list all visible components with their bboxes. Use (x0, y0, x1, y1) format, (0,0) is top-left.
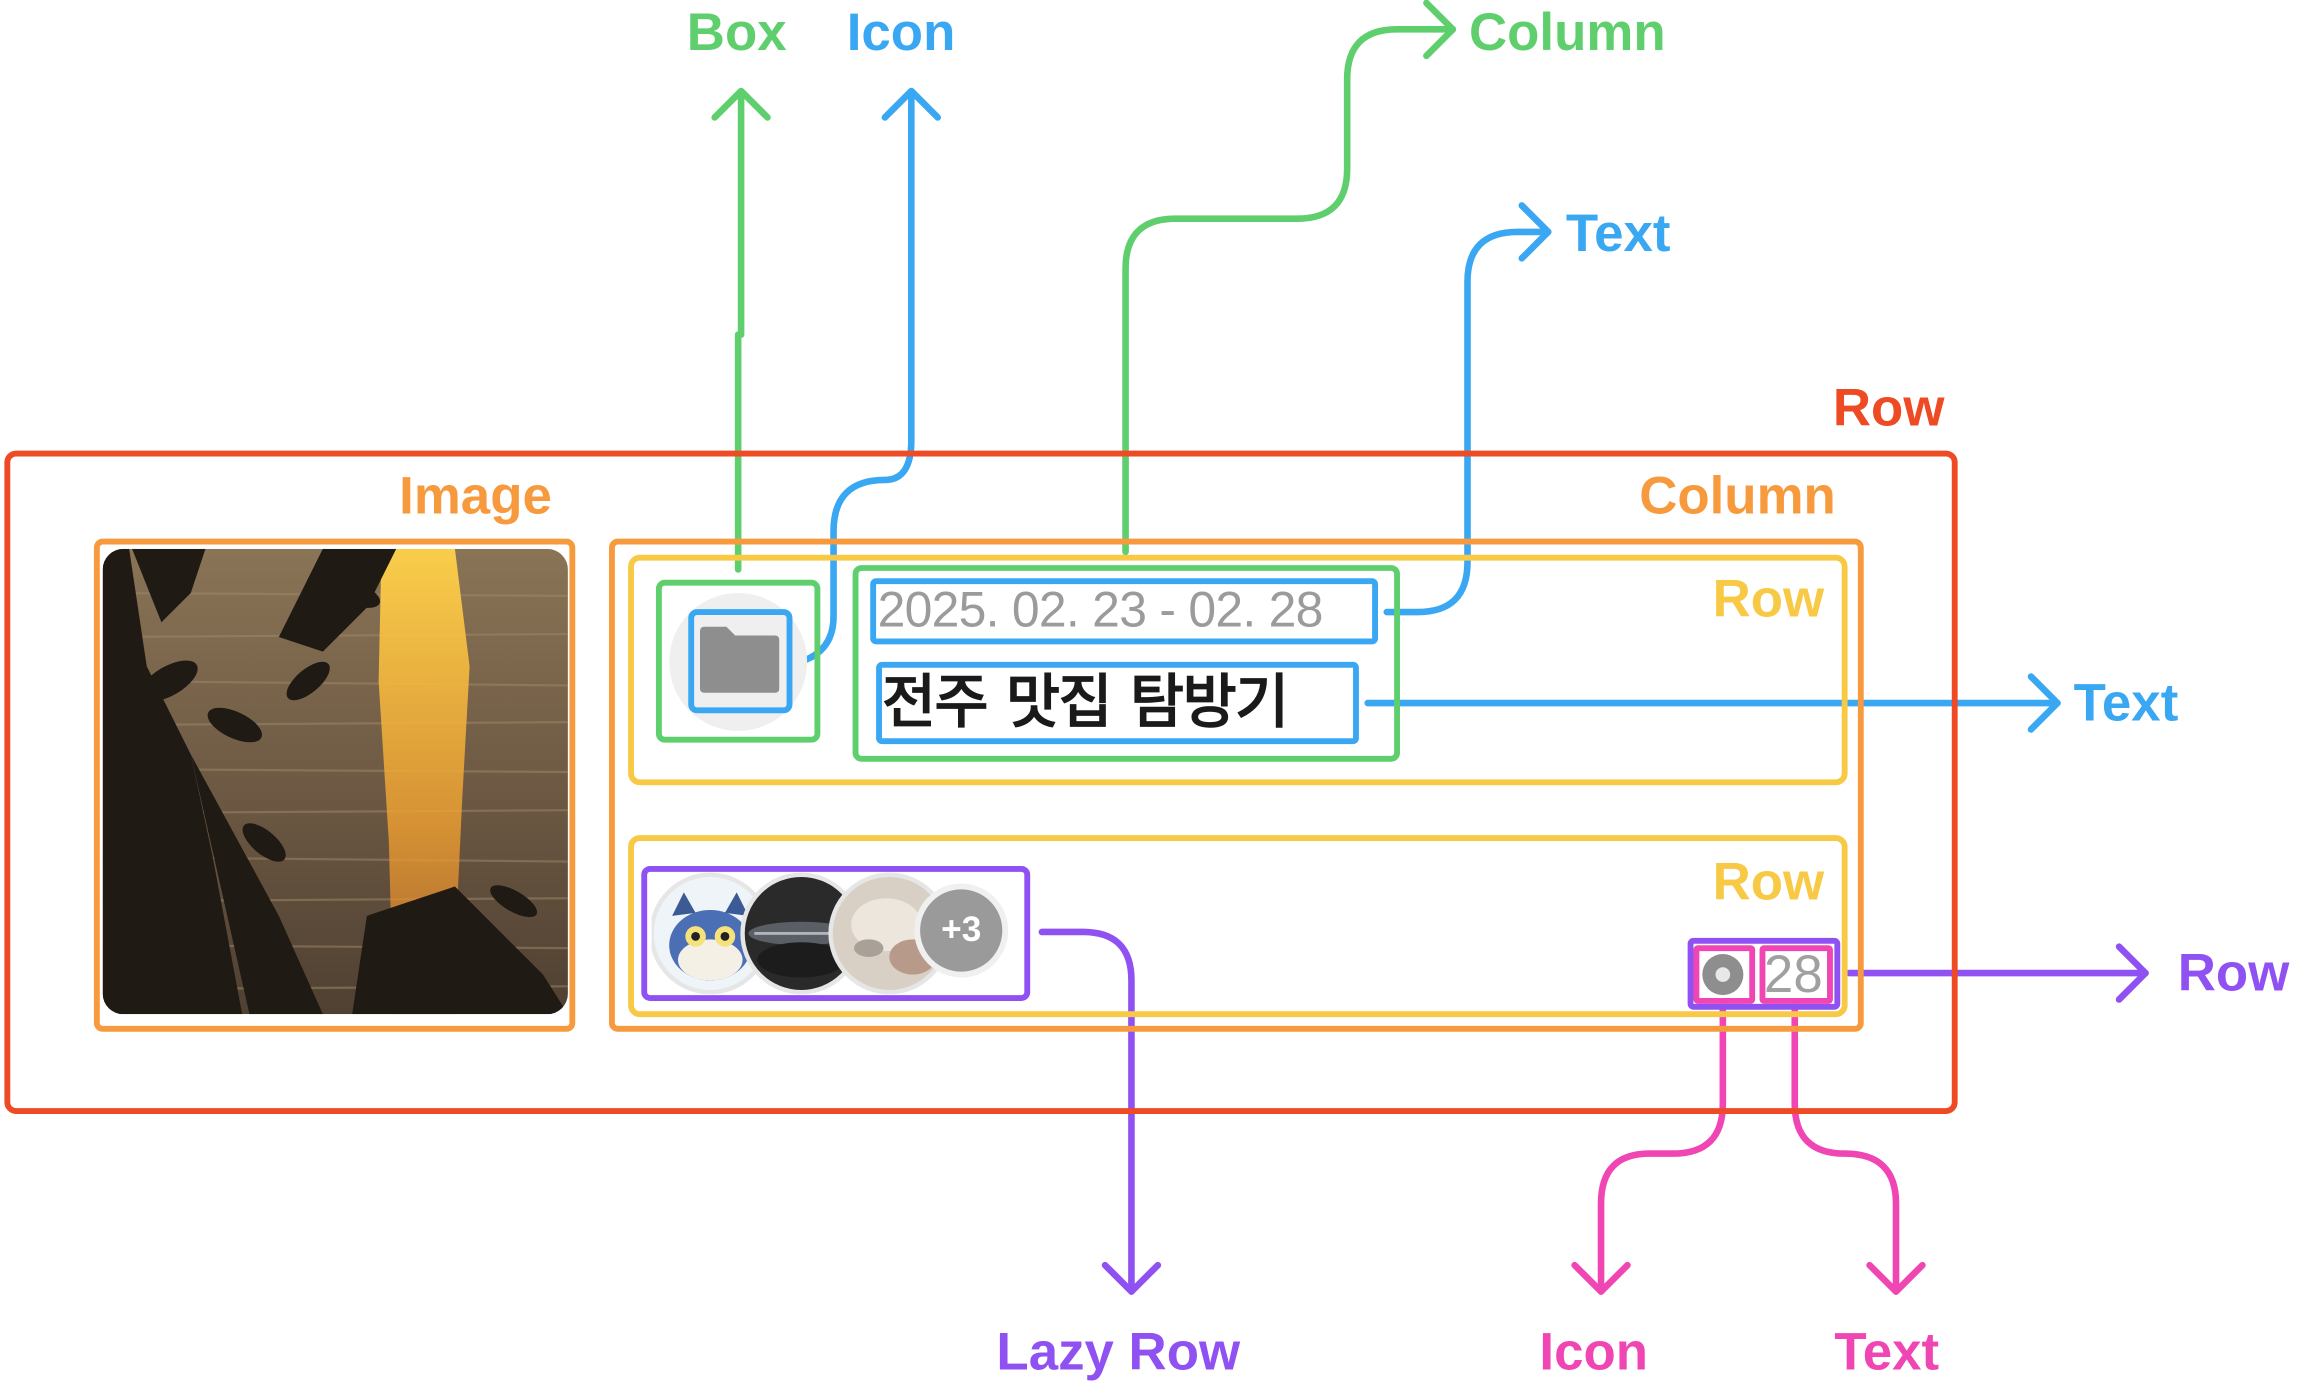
outer-row-box (4, 450, 1958, 1114)
folder-box (655, 579, 821, 743)
label-row-bottom: Row (1712, 851, 1825, 912)
count-row-box (1687, 937, 1841, 1010)
label-row-outer: Row (1832, 377, 1945, 438)
title-text: 전주 맛집 탐방기 (881, 669, 1289, 737)
main-column-box (609, 538, 1864, 1032)
text-column-box (852, 565, 1400, 762)
extra-members-count: +3 (941, 909, 982, 950)
avatar-3[interactable] (828, 872, 951, 995)
lazy-row-box (641, 865, 1031, 1001)
title-text-box (876, 661, 1359, 745)
sunset-lake-image (102, 548, 568, 1015)
arrow-text-top (1383, 228, 1552, 616)
label-row-top: Row (1712, 567, 1825, 629)
label-image: Image (399, 465, 552, 526)
extra-members-badge[interactable] (914, 883, 1009, 978)
date-text-box (870, 578, 1378, 645)
avatar-lazy-row (651, 872, 1009, 995)
top-row-box (628, 554, 1848, 786)
label-column-main: Column (1639, 465, 1836, 526)
count-icon-box (1693, 945, 1756, 1004)
label-text-right: Text (2073, 672, 2179, 733)
count-text: 28 (1763, 943, 1823, 1004)
label-lazy-row: Lazy Row (996, 1320, 1241, 1382)
label-icon-top: Icon (846, 1, 956, 62)
bottom-row-box (628, 835, 1848, 1018)
label-icon-bottom: Icon (1539, 1320, 1649, 1382)
folder-icon-box (688, 609, 793, 714)
image-box (93, 538, 576, 1032)
arrow-icon-bottom (1597, 1003, 1727, 1295)
folder-icon[interactable] (697, 625, 782, 694)
record-circle-icon (1702, 954, 1744, 996)
date-range-text: 2025. 02. 23 - 02. 28 (877, 582, 1324, 639)
label-text-bottom: Text (1834, 1320, 1940, 1382)
label-text-top: Text (1565, 202, 1671, 263)
arrow-icon-top (796, 90, 915, 666)
arrow-column-top (1122, 26, 1457, 556)
avatar-2[interactable] (740, 872, 863, 995)
label-column-top: Column (1468, 1, 1666, 62)
label-row-right: Row (2177, 942, 2290, 1003)
arrow-text-bottom (1791, 1003, 1900, 1295)
arrow-lazy-row (1038, 928, 1135, 1295)
count-text-box (1759, 945, 1833, 1004)
label-box: Box (686, 1, 787, 62)
